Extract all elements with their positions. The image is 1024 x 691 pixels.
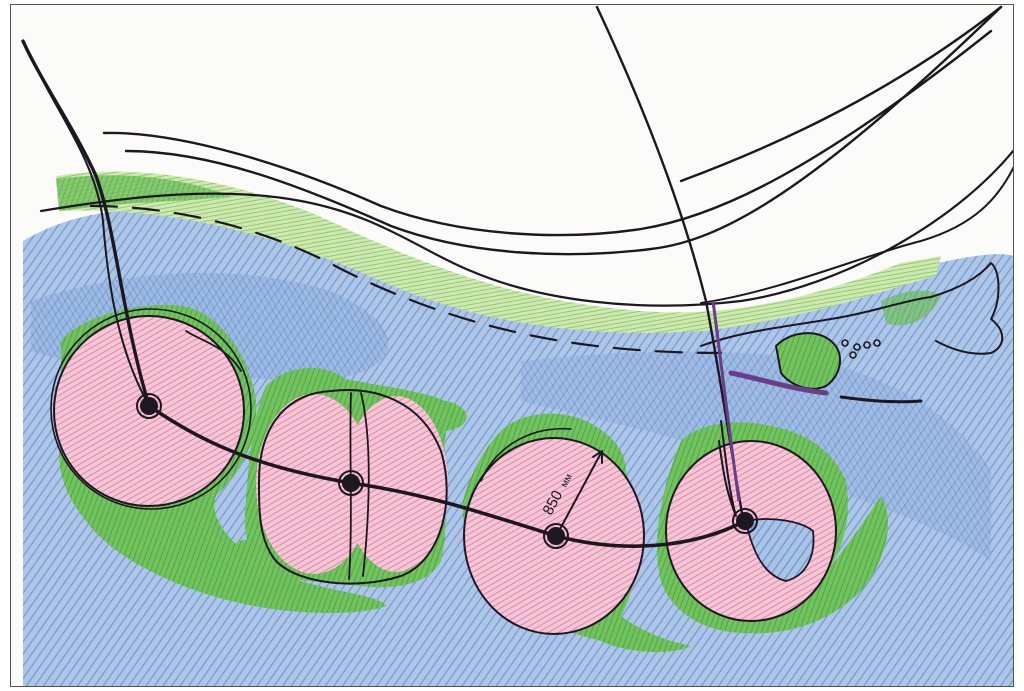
- node-2: [342, 474, 360, 492]
- top-contour-line-3: [681, 7, 1001, 181]
- sketch-canvas: 850 мм: [11, 5, 1014, 687]
- sketch-frame: 850 мм: [10, 4, 1014, 687]
- node-1: [140, 397, 158, 415]
- node-4: [736, 512, 754, 530]
- node-3: [547, 527, 565, 545]
